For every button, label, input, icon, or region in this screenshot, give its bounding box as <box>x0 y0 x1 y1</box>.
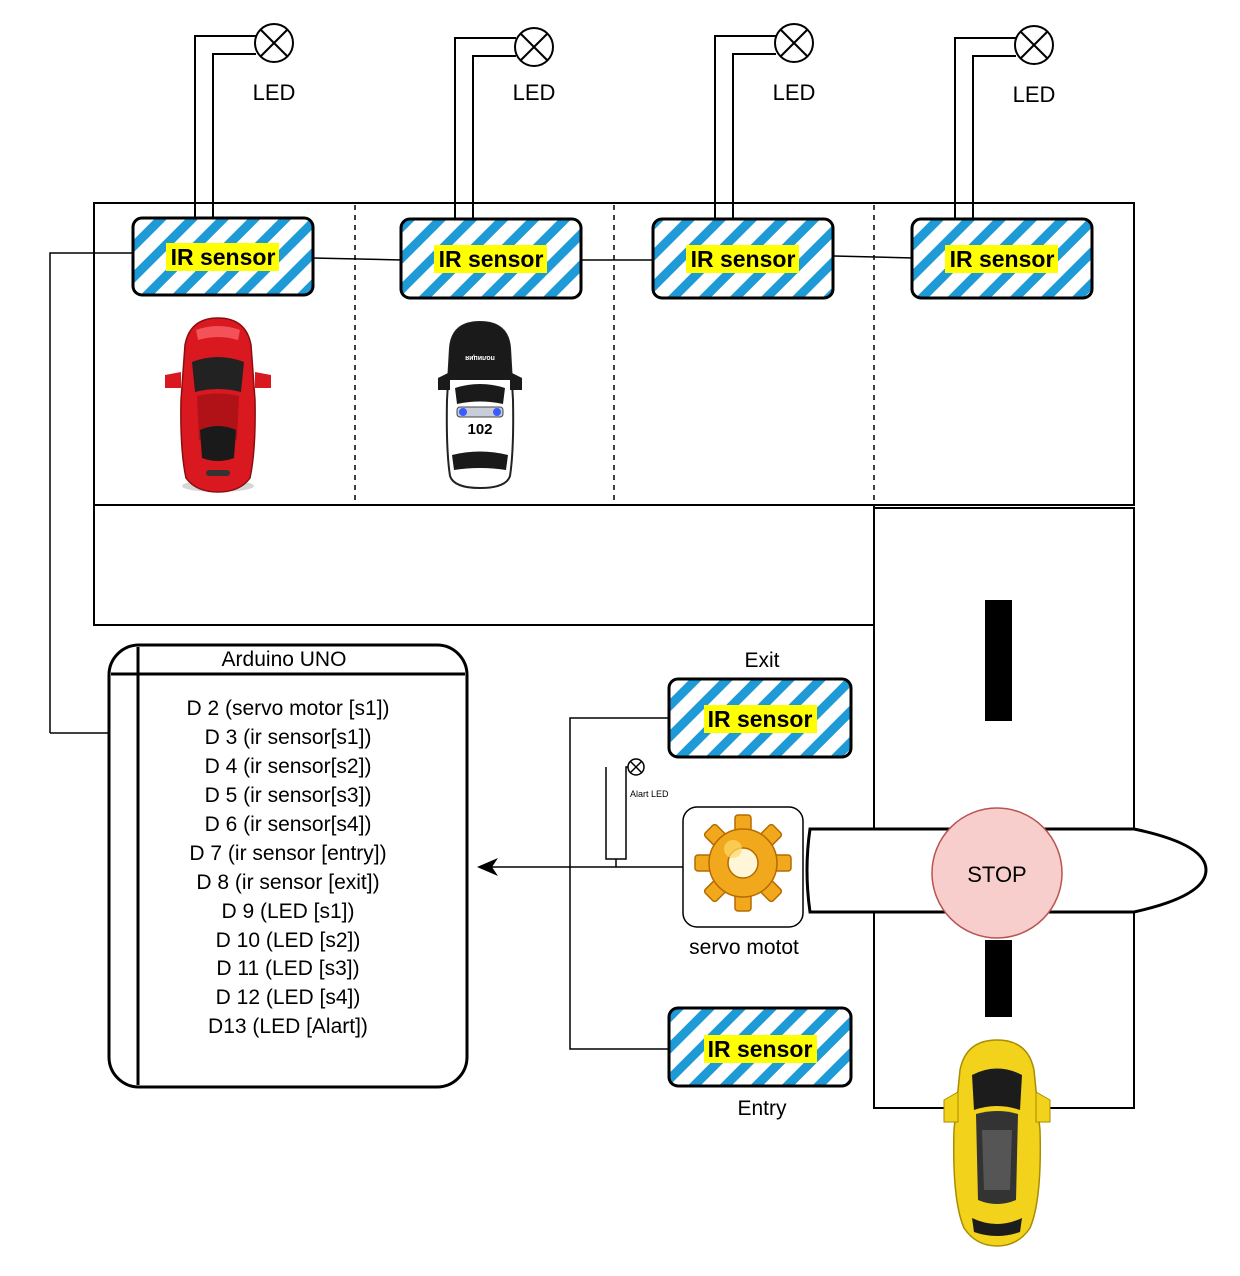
led-lamp-3 <box>774 23 814 63</box>
ir-sensor-label: IR sensor <box>171 244 276 270</box>
arduino-pin: D 12 (LED [s4]) <box>216 986 361 1009</box>
arduino-pin: D 10 (LED [s2]) <box>216 929 361 952</box>
yellow-car-icon <box>943 1039 1051 1247</box>
lane-marking-top <box>985 600 1012 721</box>
arduino-pin: D 5 (ir sensor[s3]) <box>205 784 372 807</box>
gear-icon <box>694 814 792 912</box>
arduino-pin: D 3 (ir sensor[s1]) <box>205 726 372 749</box>
arduino-pin: D 9 (LED [s1]) <box>221 900 354 923</box>
arduino-pin: D 7 (ir sensor [entry]) <box>189 842 386 865</box>
led-lamp-1 <box>254 23 294 63</box>
led-lamp-2 <box>514 27 554 67</box>
ir-sensor-label: IR sensor <box>950 246 1055 272</box>
ir-sensor-label: IR sensor <box>439 246 544 272</box>
ir-sensor-entry: IR sensor <box>667 1006 853 1088</box>
exit-label: Exit <box>744 649 779 672</box>
police-car-icon: 102 полиция полиция <box>438 320 522 490</box>
alert-led-label: Alart LED <box>630 789 669 799</box>
ir-sensor-slot-4: IR sensor <box>910 217 1094 300</box>
alert-led-icon <box>627 758 645 776</box>
entry-label: Entry <box>737 1097 787 1120</box>
ir-sensor-label: IR sensor <box>708 1036 813 1062</box>
sensor-chain-link-3 <box>833 255 915 259</box>
arduino-pin: D 2 (servo motor [s1]) <box>186 697 389 720</box>
arduino-pin: D 6 (ir sensor[s4]) <box>205 813 372 836</box>
red-car-icon <box>165 317 271 493</box>
ir-sensor-exit: IR sensor <box>667 677 853 759</box>
arduino-pin: D 11 (LED [s3]) <box>216 957 359 980</box>
arduino-pin: D 4 (ir sensor[s2]) <box>205 755 372 778</box>
arduino-uno-box: Arduino UNO D 2 (servo motor [s1]) D 3 (… <box>107 643 469 1089</box>
ir-sensor-label: IR sensor <box>691 246 796 272</box>
led-label-3: LED <box>773 80 816 105</box>
led-lamp-4 <box>1014 25 1054 65</box>
led-label-2: LED <box>513 80 556 105</box>
led-label-1: LED <box>253 80 296 105</box>
ir-sensor-slot-2: IR sensor <box>399 217 583 300</box>
gate-wiring <box>477 717 684 1050</box>
led-label-4: LED <box>1013 82 1056 107</box>
police-car-number: 102 <box>467 421 492 438</box>
lane-marking-bottom <box>985 940 1012 1017</box>
sensor-chain-link-1 <box>311 257 403 261</box>
stop-label: STOP <box>967 862 1027 887</box>
led-wires <box>194 35 1016 218</box>
ir-sensor-slot-1: IR sensor <box>131 216 315 297</box>
police-car-roof-text: полиция <box>465 354 495 361</box>
servo-motor-box <box>682 806 804 928</box>
arduino-pin: D 8 (ir sensor [exit]) <box>196 871 379 894</box>
ir-sensor-slot-3: IR sensor <box>651 217 835 300</box>
arduino-title: Arduino UNO <box>222 648 347 671</box>
police-car-front-text: полиция <box>465 476 495 483</box>
sensor-chain-wire <box>49 252 135 733</box>
stop-sign: STOP <box>931 807 1063 939</box>
servo-label: servo motot <box>689 936 799 959</box>
arduino-pin-list: D 2 (servo motor [s1]) D 3 (ir sensor[s1… <box>186 697 389 1038</box>
arduino-pin: D13 (LED [Alart]) <box>208 1015 368 1038</box>
ir-sensor-label: IR sensor <box>708 706 813 732</box>
